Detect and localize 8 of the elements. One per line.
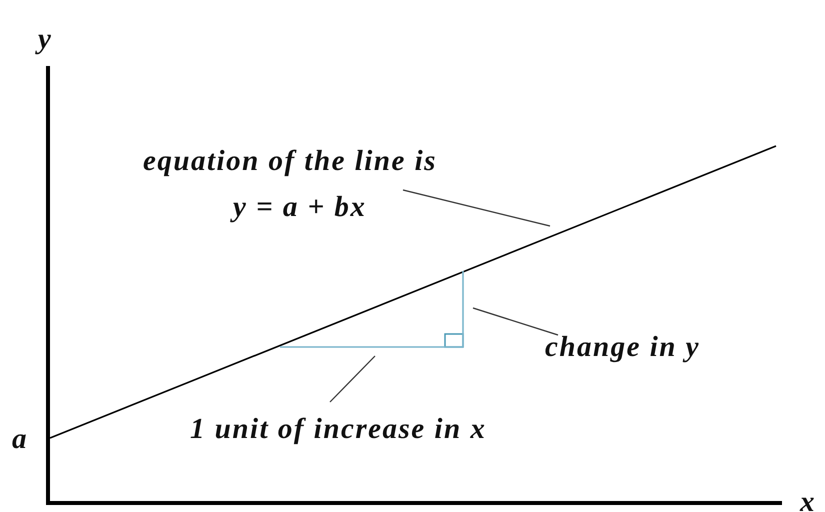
- axis-label: x: [800, 487, 816, 512]
- intercept-label: a: [12, 424, 28, 456]
- callout-text: change in y: [545, 332, 700, 364]
- leader-line: [330, 356, 376, 402]
- callout-text: 1 unit of increase in x: [190, 414, 486, 446]
- leader-line: [402, 189, 550, 227]
- leader-line: [472, 307, 558, 336]
- line-equation-caption: equation of the line is: [143, 146, 437, 178]
